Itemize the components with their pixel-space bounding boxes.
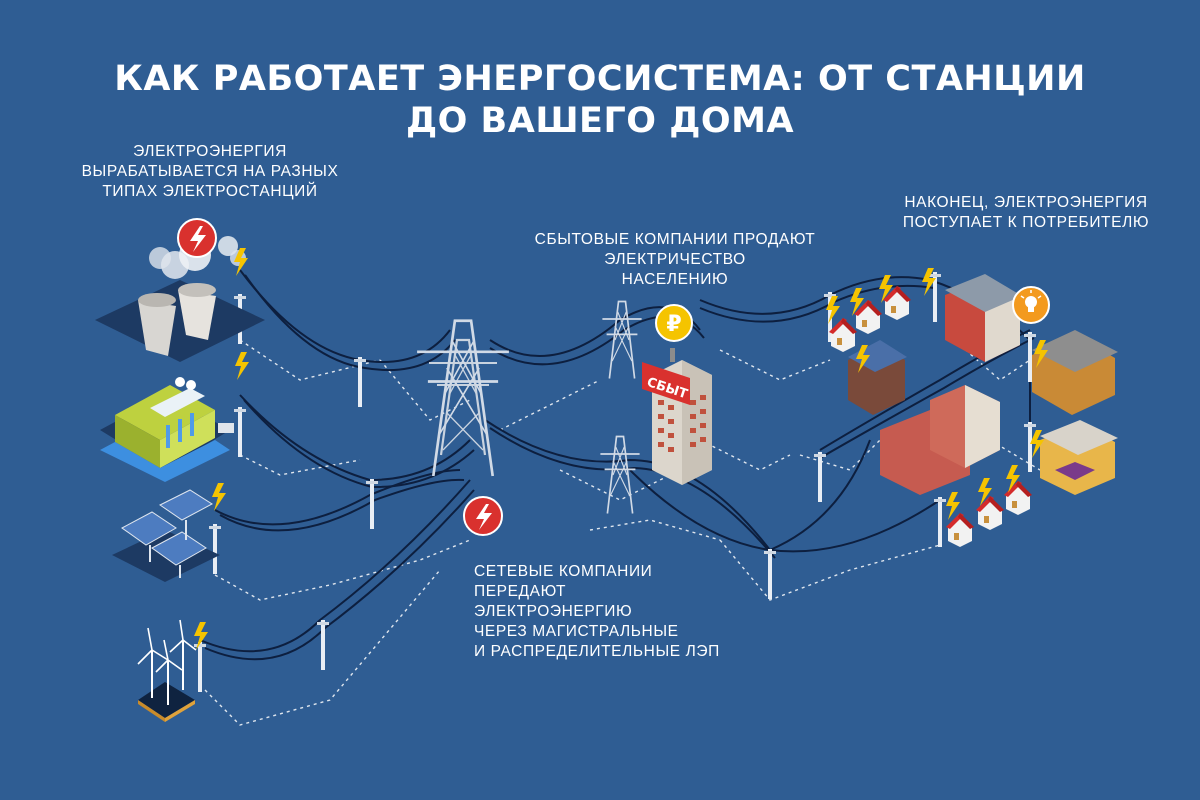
caption-line: НАСЕЛЕНИЮ (621, 271, 729, 288)
caption-sales: СБЫТОВЫЕ КОМПАНИИ ПРОДАЮТ ЭЛЕКТРИЧЕСТВО … (470, 230, 880, 290)
caption-consumer: НАКОНЕЦ, ЭЛЕКТРОЭНЕРГИЯ ПОСТУПАЕТ К ПОТР… (866, 193, 1186, 233)
sales-company-building (642, 348, 712, 485)
caption-line: ТИПАХ ЭЛЕКТРОСТАНЦИЙ (102, 183, 318, 200)
caption-line: СЕТЕВЫЕ КОМПАНИИ (474, 563, 653, 580)
page-title: КАК РАБОТАЕТ ЭНЕРГОСИСТЕМА: ОТ СТАНЦИИ Д… (0, 58, 1200, 142)
ruble-icon: ₽ (655, 304, 693, 342)
caption-line: ЭЛЕКТРОЭНЕРГИЯ (133, 143, 287, 160)
title-line-1: КАК РАБОТАЕТ ЭНЕРГОСИСТЕМА: ОТ СТАНЦИИ (114, 59, 1086, 99)
caption-line: СБЫТОВЫЕ КОМПАНИИ ПРОДАЮТ (534, 231, 816, 248)
caption-line: И РАСПРЕДЕЛИТЕЛЬНЫЕ ЛЭП (474, 643, 720, 660)
caption-line: ПЕРЕДАЮТ (474, 583, 567, 600)
caption-line: ЧЕРЕЗ МАГИСТРАЛЬНЫЕ (474, 623, 679, 640)
caption-line: ЭЛЕКТРИЧЕСТВО (604, 251, 746, 268)
svg-text:₽: ₽ (666, 312, 681, 337)
caption-line: ЭЛЕКТРОЭНЕРГИЮ (474, 603, 633, 620)
thermal-power-plant (95, 236, 265, 362)
lightning-bolt-icon (177, 218, 217, 258)
lightning-bolt-icon (463, 496, 503, 536)
wind-farm (137, 619, 197, 722)
light-bulb-icon (1012, 286, 1050, 324)
hydro-power-plant (100, 377, 234, 482)
title-line-2: ДО ВАШЕГО ДОМА (405, 101, 795, 141)
solar-power-plant (112, 489, 220, 582)
caption-generation: ЭЛЕКТРОЭНЕРГИЯ ВЫРАБАТЫВАЕТСЯ НА РАЗНЫХ … (40, 142, 380, 202)
caption-grid: СЕТЕВЫЕ КОМПАНИИ ПЕРЕДАЮТ ЭЛЕКТРОЭНЕРГИЮ… (474, 562, 804, 662)
caption-line: ПОСТУПАЕТ К ПОТРЕБИТЕЛЮ (902, 214, 1150, 231)
caption-line: НАКОНЕЦ, ЭЛЕКТРОЭНЕРГИЯ (904, 194, 1148, 211)
caption-line: ВЫРАБАТЫВАЕТСЯ НА РАЗНЫХ (81, 163, 339, 180)
